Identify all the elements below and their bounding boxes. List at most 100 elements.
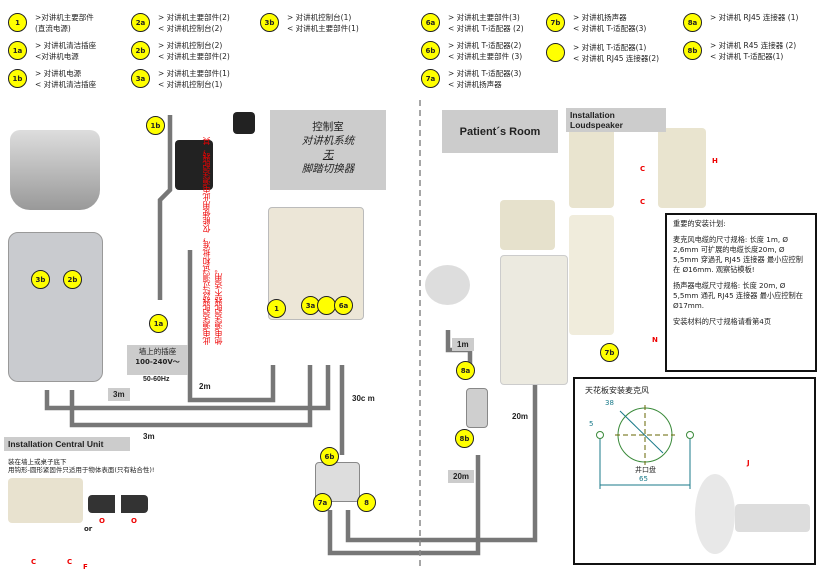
legend-badge-3b: 3b <box>260 13 279 32</box>
control-room-title: 控制室 <box>312 121 344 133</box>
dim-5: 5 <box>589 420 594 428</box>
wall-socket-voltage: 100-240V～ <box>135 358 180 366</box>
legend-text-3a: < 对讲机控制台(1) <box>158 80 223 89</box>
badge-7a: 7a <box>313 493 332 512</box>
mic-image <box>695 474 735 554</box>
central-unit-image <box>8 478 83 523</box>
speaker-detail-image <box>569 215 614 335</box>
wall-socket-label: 墙上的插座 100-240V～ <box>127 345 188 375</box>
loudspeaker-header: Installation Loudspeaker <box>566 108 666 132</box>
cable-3a <box>69 365 313 428</box>
legend-text-2b: > 对讲机控制台(2) <box>158 41 223 50</box>
legend-text-1a: > 对讲机清洁插座 <box>35 41 97 50</box>
legend-text-6a: > 对讲机主要部件(3) <box>448 13 520 22</box>
central-c2: C <box>67 558 73 566</box>
central-o2: O <box>131 517 137 525</box>
badge-1b: 1b <box>146 116 165 135</box>
note-title: 重要的安装计划: <box>673 219 726 228</box>
legend-text-6a: < 对讲机 T-适配器 (2) <box>448 24 524 33</box>
legend-badge-6a: 6a <box>421 13 440 32</box>
badge-7b: 7b <box>600 343 619 362</box>
wall-socket-title: 墙上的插座 <box>138 347 177 356</box>
template-label: 井口盘 <box>635 466 656 474</box>
legend-text-2b: < 对讲机主要部件(2) <box>158 52 230 61</box>
adapter-plug-image <box>233 112 255 134</box>
loudspeaker-c2: C <box>640 198 646 206</box>
badge-6b: 6b <box>320 447 339 466</box>
length-30cm: 30c m <box>352 394 375 403</box>
note-materials: 安装材料的尺寸规格请看第4页 <box>673 317 772 326</box>
legend-text-7b: < 对讲机 T-适配器(3) <box>573 24 647 33</box>
central-o1: O <box>99 517 105 525</box>
note-speaker-cable: 扬声器电缆尺寸规格: 长度 20m, Ø 5,5mm 通孔 RJ45 连接器 最… <box>673 281 803 310</box>
control-room-line3: 无 <box>322 149 334 161</box>
rj45-connector-image <box>466 388 488 428</box>
central-c1: C <box>31 558 37 566</box>
legend-text-8b: < 对讲机 T-适配器(1) <box>710 52 784 61</box>
cable-power <box>157 115 173 300</box>
cable-2m <box>187 250 276 403</box>
dim-38: 38 <box>605 399 614 407</box>
legend-text-3b: > 对讲机控制台(1) <box>287 13 352 22</box>
control-room-line4: 脚踏切换器 <box>301 163 355 175</box>
legend-badge-2a: 2a <box>131 13 150 32</box>
length-3m-b: 3m <box>143 432 155 441</box>
legend-text-3b: < 对讲机主要部件(1) <box>287 24 359 33</box>
legend-text-8: < 对讲机 RJ45 连接器(2) <box>573 54 660 63</box>
legend-badge-2b: 2b <box>131 41 150 60</box>
pads-image <box>88 495 148 513</box>
legend-text-8b: > 对讲机 R45 连接器 (2) <box>710 41 797 50</box>
drill-template <box>596 405 694 489</box>
speaker-housing-image <box>569 128 614 208</box>
length-20m-mic: 20m <box>448 470 475 483</box>
legend-text-1a: <对讲机电源 <box>35 52 79 61</box>
badge-8a: 8a <box>456 361 475 380</box>
legend-badge-7a: 7a <box>421 69 440 88</box>
loudspeaker-image <box>500 255 568 385</box>
badge-8b: 8b <box>455 429 474 448</box>
note-mic-cable: 麦克风电缆的尺寸规格: 长度 1m, Ø 2,6mm 可扩展的电缆长度20m, … <box>673 235 803 274</box>
legend-text-7b: > 对讲机扬声器 <box>573 13 627 22</box>
control-room-label: 控制室 对讲机系统 无 脚踏切换器 <box>270 110 386 190</box>
desk-console-image <box>10 130 100 210</box>
dim-65: 65 <box>639 475 648 483</box>
legend-text-7a: < 对讲机扬声器 <box>448 80 502 89</box>
cable-20m-speaker <box>345 385 538 543</box>
legend-badge-1a: 1a <box>8 41 27 60</box>
legend-text-1b: < 对讲机清洁插座 <box>35 80 97 89</box>
legend-badge-6b: 6b <box>421 41 440 60</box>
legend-text-7a: > 对讲机 T-适配器(3) <box>448 69 522 78</box>
badge-3b: 3b <box>31 270 50 289</box>
length-1m: 1m <box>452 338 474 351</box>
legend-text-6b: > 对讲机 T-适配器(2) <box>448 41 522 50</box>
length-20m-speaker: 20m <box>512 412 529 421</box>
loudspeaker-c1: C <box>640 165 646 173</box>
loudspeaker-h: H <box>712 157 718 165</box>
patient-room-label: Patient´s Room <box>442 110 558 153</box>
legend-badge-8b: 8b <box>683 41 702 60</box>
legend-text-2a: > 对讲机主要部件(2) <box>158 13 230 22</box>
central-f: F <box>83 563 88 571</box>
loudspeaker-n: N <box>652 336 658 344</box>
loudspeaker-open-image <box>500 200 555 250</box>
legend-text-8: > 对讲机 T-适配器(1) <box>573 43 647 52</box>
mic-head-image <box>735 504 810 532</box>
legend-badge-1b: 1b <box>8 69 27 88</box>
ceiling-mic-image <box>425 265 470 305</box>
ceiling-mic-title: 天花板安装麦克风 <box>585 386 649 395</box>
legend-badge-7b: 7b <box>546 13 565 32</box>
legend-text-1b: > 对讲机电源 <box>35 69 82 78</box>
cable-3b <box>44 365 331 411</box>
legend-badge-3a: 3a <box>131 69 150 88</box>
legend-text-6b: < 对讲机主要部件 (3) <box>448 52 523 61</box>
length-2m: 2m <box>199 382 211 391</box>
badge-1: 1 <box>267 299 286 318</box>
legend-text-1: >对讲机主要部件 <box>35 13 94 22</box>
length-3m-a: 3m <box>108 388 130 401</box>
legend-badge-8a: 8a <box>683 13 702 32</box>
central-unit-header: Installation Central Unit <box>4 437 130 451</box>
badge-2b: 2b <box>63 270 82 289</box>
power-adapter-warning: 此电源适配器经过测试和批准，仅能使用此电源适配器，其他电源适配器不适用。 <box>202 137 223 345</box>
central-unit-desc2: 用钩形-圆形紧固件只适用于物体表面(只有粘合性)! <box>8 466 155 474</box>
